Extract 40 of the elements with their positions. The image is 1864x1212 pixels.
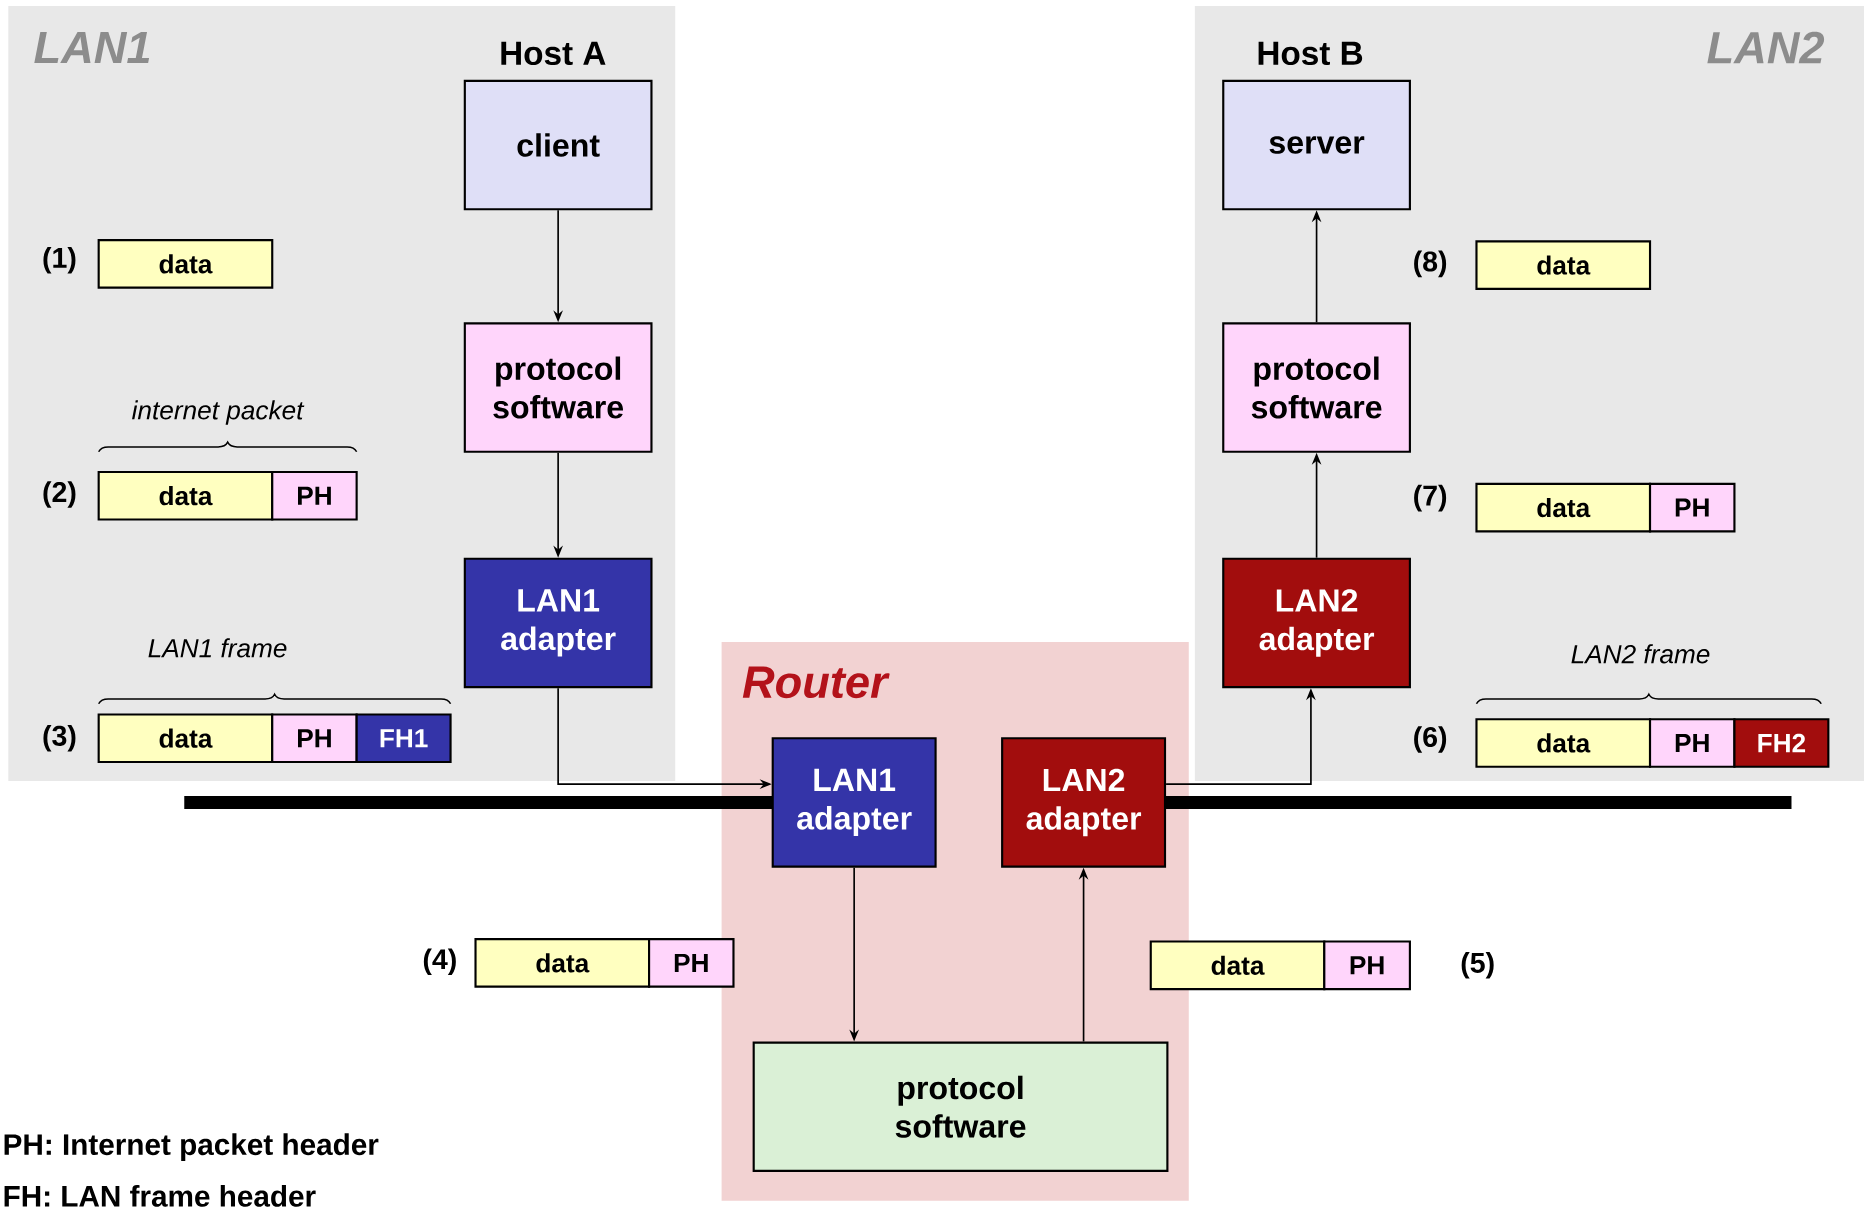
process-box: LAN2 adapter	[1222, 557, 1411, 689]
step-number: (6)	[1414, 726, 1447, 753]
host-label: Host A	[501, 41, 606, 66]
data-cell: data	[97, 239, 274, 289]
header-cell: FH2	[1733, 718, 1830, 768]
brace-label: LAN1 frame	[148, 638, 287, 658]
process-box: protocol software	[1222, 322, 1411, 453]
process-box: protocol software	[463, 322, 653, 453]
data-cell: data	[474, 938, 651, 988]
data-cell: data	[97, 713, 274, 764]
header-cell: PH	[271, 713, 358, 764]
header-cell: PH	[271, 470, 358, 521]
step-number: (8)	[1414, 250, 1447, 278]
legend-note: PH: Internet packet header	[4, 1133, 379, 1161]
process-box: LAN1 adapter	[463, 557, 653, 689]
header-cell: PH	[1648, 482, 1736, 533]
legend-note: FH: LAN frame header	[4, 1185, 316, 1207]
data-cell: data	[1475, 482, 1652, 533]
process-box: client	[463, 79, 653, 211]
process-box: LAN2 adapter	[1001, 737, 1167, 868]
header-cell: PH	[1323, 940, 1411, 991]
brace-label: internet packet	[132, 400, 305, 425]
data-cell: data	[1475, 718, 1652, 768]
process-box: server	[1222, 79, 1411, 211]
data-cell: data	[97, 470, 274, 521]
process-box: protocol software	[752, 1041, 1169, 1172]
data-cell: data	[1475, 240, 1652, 290]
data-cell: data	[1149, 940, 1326, 991]
brace-label: LAN2 frame	[1571, 644, 1710, 664]
header-cell: PH	[648, 938, 735, 988]
header-cell: PH	[1648, 718, 1736, 768]
process-box: LAN1 adapter	[771, 737, 937, 868]
step-number: (5)	[1461, 952, 1494, 979]
step-number: (2)	[43, 481, 76, 508]
step-number: (7)	[1414, 484, 1447, 512]
header-cell: FH1	[355, 713, 452, 764]
step-number: (3)	[43, 724, 76, 752]
step-number: (1)	[43, 247, 76, 274]
host-label: Host B	[1258, 41, 1363, 66]
step-number: (4)	[423, 948, 456, 975]
